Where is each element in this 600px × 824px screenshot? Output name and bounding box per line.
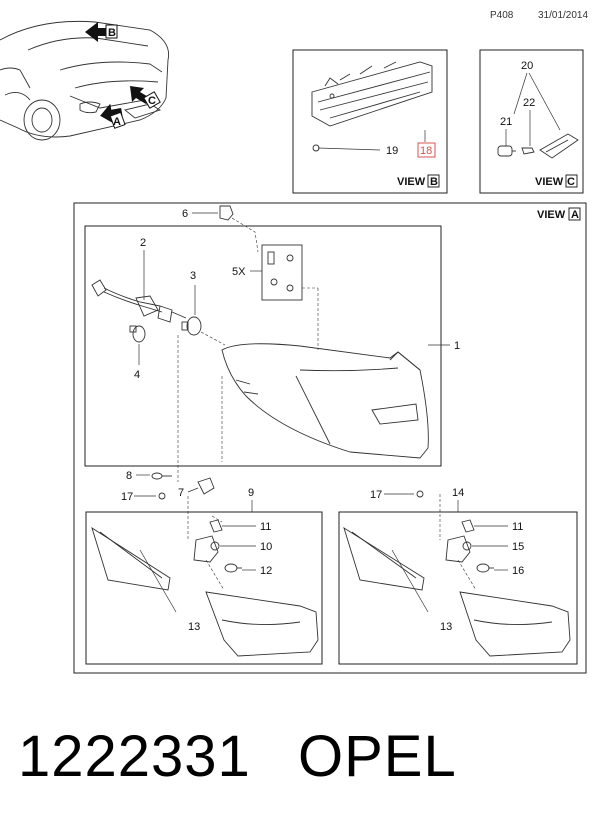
tail-lamp-assembly [221,343,429,459]
view-c-label: VIEW [535,176,564,188]
page-date: 31/01/2014 [538,10,589,21]
wiring-harness [91,279,187,323]
stud-set-box [261,244,303,301]
callout-18-highlight [417,142,436,158]
callout-9: 9 [248,487,254,499]
view-b-letter: B [430,176,438,188]
callout-19: 19 [386,145,398,157]
gasket-11-right-icon [461,519,475,533]
callout-11-right: 11 [512,521,523,533]
callout-12: 12 [260,565,272,577]
callout-14: 14 [452,487,464,499]
socket-10-left-icon [193,535,220,563]
arrow-b-label: B [108,27,116,39]
callout-5x: 5X [232,266,246,278]
callout-7: 7 [178,487,184,499]
arrow-c-label: C [148,95,156,107]
callout-11-left: 11 [260,521,271,533]
callout-4: 4 [134,369,140,381]
clip-7-icon [197,477,215,495]
brand-name: OPEL [298,724,457,789]
view-b-label: VIEW [397,176,426,188]
part-number: 1222331 [18,724,251,789]
inner-lamp-left [91,526,319,657]
clip-17-left-icon [158,492,166,500]
clip-17-right-icon [416,490,424,498]
page-code: P408 [490,10,514,21]
callout-1: 1 [454,340,460,352]
bulb-12-icon [224,563,242,573]
callout-2: 2 [140,237,146,249]
bulb-21-icon [497,145,516,157]
arrow-a-icon [100,103,126,129]
view-c-frame [479,49,584,194]
right-inset-frame [338,511,578,665]
screw-19-icon [312,144,320,152]
tail-lamp-frame [84,225,442,467]
car-rear-sketch [0,20,170,141]
callout-13-left: 13 [188,621,200,633]
screw-8-icon [151,472,172,480]
licence-lamp-icon [521,133,579,159]
arrow-a-label: A [113,116,121,128]
callout-16: 16 [512,565,524,577]
arrow-c-icon [130,86,161,109]
callout-10: 10 [260,541,272,553]
high-mount-stop-lamp [311,61,433,127]
callout-22: 22 [523,97,535,109]
stud-icon [267,251,294,292]
view-a-label: VIEW [537,209,566,221]
callout-8: 8 [126,470,132,482]
callout-17-left: 17 [121,491,133,503]
gasket-11-left-icon [209,519,223,533]
nut-6-icon [219,205,234,221]
view-c-letter: C [567,176,575,188]
callout-20: 20 [521,60,533,72]
bulb-4-icon [129,325,146,343]
callout-6: 6 [182,208,188,220]
callout-3: 3 [190,270,196,282]
left-inset-frame [85,511,323,665]
callout-15: 15 [512,541,524,553]
view-a-frame [73,202,587,674]
bulb-3-icon [181,316,202,336]
callout-17-right: 17 [370,489,382,501]
view-b-frame [292,49,448,194]
view-a-letter: A [571,209,579,221]
callout-18: 18 [420,145,432,157]
bulb-16-icon [476,563,494,573]
callout-21: 21 [500,116,512,128]
arrow-b-icon [85,22,118,42]
socket-15-icon [445,535,472,563]
inner-lamp-right [343,526,571,657]
callout-13-right: 13 [440,621,452,633]
